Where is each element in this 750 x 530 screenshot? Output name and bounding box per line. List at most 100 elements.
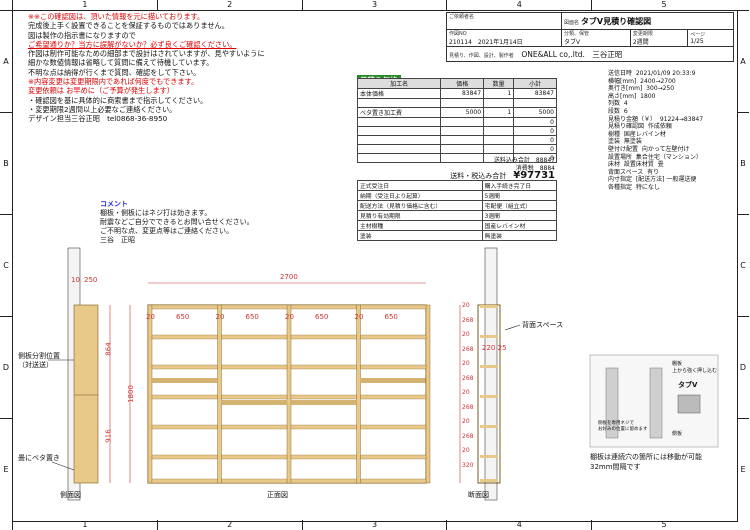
floor-label: 畳にベタ置き (18, 454, 60, 462)
ruler-row: D (737, 316, 749, 418)
left-ruler: A B C D E (0, 10, 12, 520)
note-line: デザイン担当三谷正昭 tel0868-36-8950 (28, 114, 168, 124)
note-line: 必ず良くご確認ください。 (150, 39, 237, 49)
front-shelf (290, 424, 357, 430)
front-shelf (360, 304, 427, 310)
ruler-col: 2 (156, 0, 302, 10)
front-shelf (151, 424, 218, 430)
side-view-caption: 側面図 (60, 491, 81, 499)
row-dim: 268 (462, 432, 474, 440)
row-dim: 20 (462, 389, 470, 396)
row-dim: 20 (462, 331, 470, 338)
bottom-ruler: 1 2 3 4 5 (12, 520, 736, 530)
post-dim: 20 (215, 313, 225, 321)
front-shelf (151, 364, 218, 370)
note-line: ・変更期限2週間以上必要なご連絡ください。 (28, 104, 177, 114)
wall-right (484, 247, 498, 501)
front-shelf (151, 478, 218, 484)
ruler-row: C (737, 214, 749, 316)
photo-tag: タブV (678, 381, 698, 389)
front-post (425, 304, 431, 484)
front-shelf (221, 424, 288, 430)
front-shelf (221, 454, 288, 460)
front-shelf (151, 304, 218, 310)
estimate-totals: 送料込み合計 88847 消費税 8884 送料・税込み合計 ¥97731 (450, 157, 555, 181)
photo-title: 棚板 上から強く押し込む (672, 361, 718, 374)
front-shelf (221, 304, 288, 310)
front-shelf (290, 304, 357, 310)
note-line: 不明な点は納得が行くまで質問、確認をして下さい。 (28, 67, 201, 77)
front-shelf (360, 334, 427, 340)
ruler-col: 5 (591, 0, 736, 10)
front-post (286, 304, 292, 484)
front-shelf (221, 478, 288, 484)
ruler-col: 1 (12, 0, 157, 10)
row-dim: 268 (462, 316, 474, 324)
comment-line: 三谷 正昭 (100, 236, 135, 244)
ruler-col: 4 (446, 520, 591, 530)
front-shelf (290, 478, 357, 484)
row-dim: 268 (462, 345, 474, 353)
post-dim: 20 (146, 313, 155, 321)
back-space-label: 背面スペース (522, 321, 564, 329)
bay-dim: 650 (245, 313, 259, 321)
ruler-col: 2 (156, 520, 302, 530)
front-shelf (222, 400, 288, 405)
depth-right: 220 25 (482, 344, 507, 352)
section-view-caption: 断面図 (468, 491, 489, 499)
height-dim: 1800 (126, 385, 135, 403)
ruler-row: B (0, 112, 12, 214)
estimate-cell: 0 (513, 153, 557, 163)
note-line: 細かな数値情報は省略して質問に備えて待機しています。 (28, 58, 214, 68)
lower-dim: 916 (104, 429, 113, 443)
company-cell: 見積り、作図、設計、製作者 ONE&ALL co,.ltd. 三谷正昭 (446, 46, 734, 62)
front-shelf (290, 454, 357, 460)
front-shelf (151, 334, 218, 340)
section-shelf (480, 455, 498, 458)
front-post (217, 304, 222, 484)
side-panel (73, 304, 99, 484)
front-shelf (151, 454, 218, 460)
row-dim: 320 (462, 461, 474, 469)
upper-dim: 864 (104, 342, 113, 356)
front-shelf (360, 478, 427, 484)
section-shelf (480, 305, 498, 308)
estimate-cell (356, 153, 442, 163)
note-line: 変更依頼は お早めに（ご予算が発生します） (28, 86, 175, 96)
order-info: 送信日時 2021/01/09 20:33:9 横幅[mm] 2400→2700… (608, 70, 704, 191)
front-shelf (291, 400, 357, 405)
front-shelf (221, 334, 288, 340)
section-shelf (480, 335, 498, 338)
ruler-col: 1 (12, 520, 157, 530)
front-shelf (290, 334, 357, 340)
bay-dim: 650 (176, 313, 190, 321)
side-split-label: 側板分割位置 （対送送） (18, 352, 60, 369)
bracket-icon (677, 394, 701, 414)
front-shelf (290, 364, 357, 370)
note-line: 完成後上手く設置できることを保証するものではありません。 (28, 21, 229, 31)
post-dim: 20 (285, 313, 294, 321)
spec-table: 正式受注日購入手続き完了日納期（受注日より起算）5週間配送方法（見積り価格に含む… (357, 180, 558, 241)
note-line: ※※この確認図は、頂いた情報を元に描いております。 (28, 12, 205, 21)
top-ruler: 1 2 3 4 5 (12, 0, 736, 10)
section-shelf (480, 479, 498, 482)
front-shelf (221, 394, 288, 400)
ruler-row: E (0, 418, 12, 520)
ruler-col: 4 (446, 0, 591, 10)
ruler-row: A (737, 10, 749, 112)
note-line: ※内容変更は変更期限内であれば何度でもできます。 (28, 77, 199, 87)
bay-dim: 650 (315, 313, 329, 321)
ruler-row: A (0, 10, 12, 112)
note-line: ご希望通りか？当方に誤解がないか？ (28, 39, 151, 49)
depth-dim: 250 (84, 276, 98, 284)
front-shelf (151, 394, 218, 400)
post-dim: 20 (354, 313, 364, 321)
comment-block: コメント 棚板・側板にはネジ打は効きます。 耐震などご自分でできるとお問い合せく… (100, 200, 260, 245)
ruler-row: C (0, 214, 12, 316)
note-line: 作図は制作可能なための細部まで設計はされていますが、見やすいように (28, 49, 265, 59)
comment-line: ご不明な点、変更点等はご連絡ください。 (100, 227, 233, 235)
note-line: 図は製作の指示書になりますので (28, 30, 136, 40)
ruler-col: 5 (591, 520, 736, 530)
section-shelf (480, 425, 498, 428)
row-dim: 20 (462, 302, 470, 309)
